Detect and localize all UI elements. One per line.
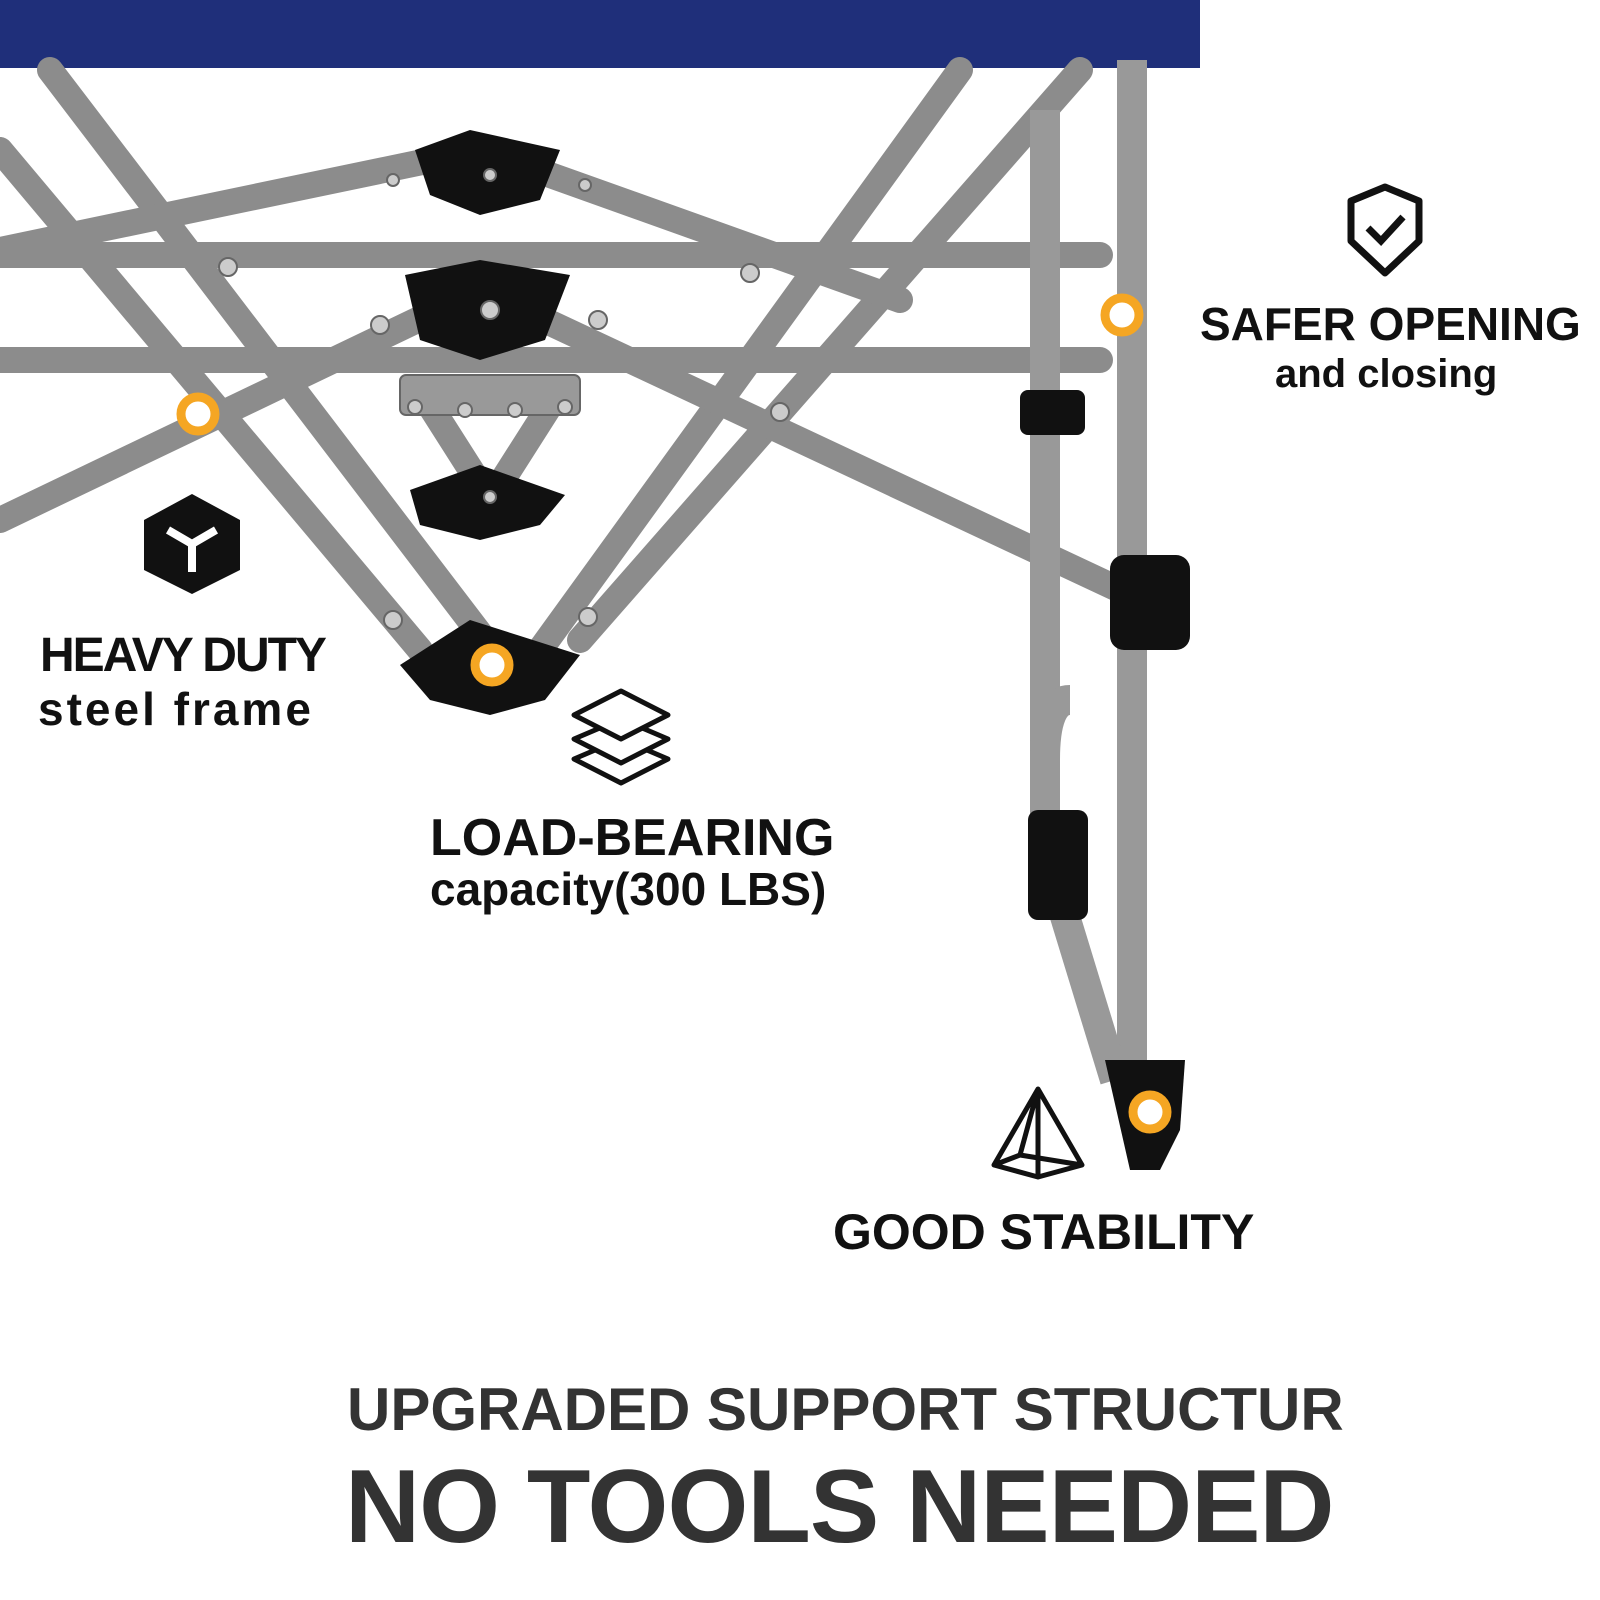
footer-heading: NO TOOLS NEEDED (345, 1449, 1335, 1565)
cube-icon (144, 494, 240, 594)
blue-fabric-seat (0, 0, 1200, 68)
shield-check-icon (1347, 183, 1423, 277)
feature-title-heavy-duty: HEAVY DUTY (40, 629, 327, 682)
footer-subheading: UPGRADED SUPPORT STRUCTUR (347, 1376, 1344, 1443)
pyramid-icon (991, 1086, 1085, 1180)
feature-title-load-bearing: LOAD-BEARING (430, 809, 835, 867)
layers-icon (571, 688, 671, 786)
feature-title-good-stability: GOOD STABILITY (833, 1204, 1255, 1260)
feature-subtitle-load-bearing: capacity(300 LBS) (430, 863, 827, 915)
feature-markers (176, 293, 1172, 1134)
feature-title-safer-opening: SAFER OPENING (1200, 298, 1581, 350)
feature-subtitle-heavy-duty: steel frame (38, 683, 314, 735)
feature-subtitle-safer-opening: and closing (1275, 352, 1498, 396)
